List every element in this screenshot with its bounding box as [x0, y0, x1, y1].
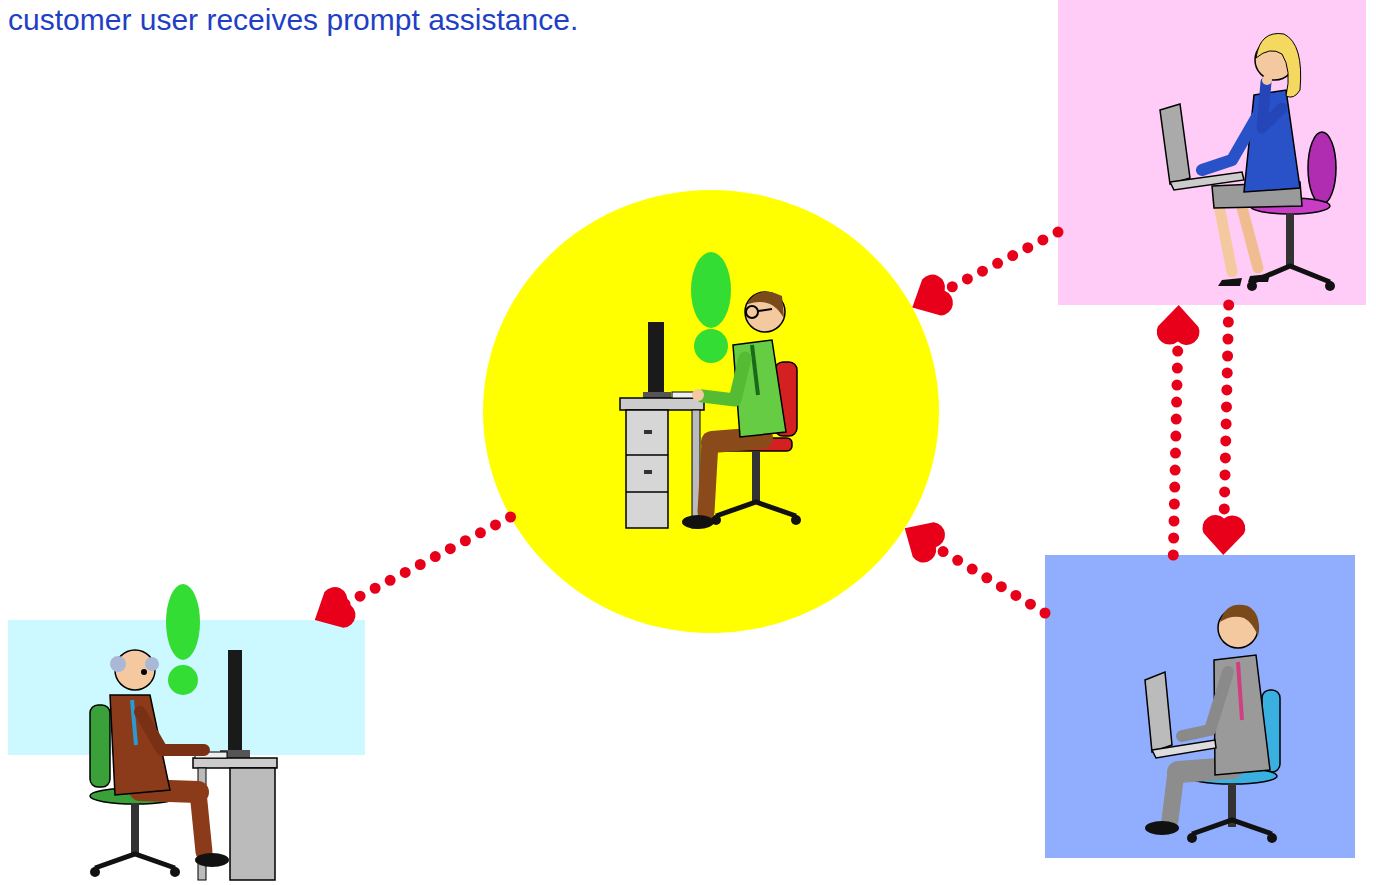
hand — [1262, 75, 1272, 85]
chair-back — [1308, 132, 1336, 204]
chair-back — [90, 705, 110, 787]
chair-post — [1286, 213, 1294, 265]
glasses-arm — [758, 309, 772, 311]
arm — [1262, 82, 1282, 128]
eye — [141, 669, 147, 675]
title-text: customer user receives prompt assistance… — [8, 2, 908, 38]
leg — [198, 792, 204, 852]
chair-wheel — [1325, 281, 1335, 291]
leg — [1218, 200, 1232, 272]
chair-base — [1192, 820, 1272, 834]
chair-wheel — [1247, 281, 1257, 291]
customer-figure — [90, 584, 277, 880]
circle-fill — [483, 190, 939, 633]
laptop-screen — [1160, 104, 1190, 184]
monitor — [228, 650, 242, 750]
tie — [132, 700, 136, 745]
laptop-screen — [1145, 672, 1172, 752]
chair-post — [752, 451, 760, 503]
dotted-line — [345, 517, 511, 604]
head — [745, 292, 785, 332]
chair-base — [95, 854, 175, 868]
dotted-line — [1173, 339, 1178, 555]
leg — [706, 442, 710, 512]
heart-arrowhead — [894, 510, 950, 567]
dotted-connector — [894, 510, 1045, 613]
monitor — [648, 322, 664, 394]
monitor-stand — [643, 392, 671, 398]
hair — [748, 292, 784, 318]
desk-top — [193, 758, 277, 768]
exclamation-dot — [694, 329, 728, 363]
desk-drawers — [626, 410, 668, 528]
drawer-line — [626, 454, 668, 456]
arm — [1182, 672, 1228, 736]
arm — [702, 358, 745, 400]
man-figure — [1145, 605, 1280, 843]
heart-arrowhead — [902, 270, 957, 326]
dotted-line — [1224, 305, 1229, 521]
chair-wheel — [791, 515, 801, 525]
desk-top — [620, 398, 704, 410]
chair-wheel — [1267, 833, 1277, 843]
hand — [692, 389, 704, 401]
user-box — [1045, 555, 1355, 858]
dotted-line — [934, 546, 1045, 613]
chair-post — [131, 803, 139, 855]
desk-drawers — [230, 768, 275, 880]
shoe — [195, 853, 229, 867]
shoe — [1248, 274, 1270, 282]
dotted-connector — [305, 517, 511, 639]
heart-arrowhead — [305, 583, 360, 639]
leg — [1240, 200, 1258, 268]
dotted-line — [942, 232, 1058, 292]
drawer-handle — [644, 430, 652, 434]
hair — [1220, 605, 1259, 636]
laptop-base — [1152, 740, 1216, 758]
chair-wheel — [90, 867, 100, 877]
chair-wheel — [1187, 833, 1197, 843]
laptop-base — [1170, 172, 1244, 190]
drawer-line — [626, 491, 668, 493]
hair — [145, 657, 159, 671]
jacket — [1244, 90, 1300, 192]
hair — [110, 656, 126, 672]
shoe — [682, 515, 714, 529]
dotted-connector — [902, 232, 1058, 326]
tie — [752, 345, 758, 395]
exclamation-bar — [691, 252, 731, 328]
helpdesk-figure — [620, 252, 801, 529]
tie — [1238, 662, 1242, 720]
exclamation-dot — [168, 665, 198, 695]
leg — [712, 438, 762, 442]
shoe — [1145, 821, 1179, 835]
chair-wheel — [170, 867, 180, 877]
hair — [1256, 34, 1301, 98]
chair-base — [716, 502, 796, 516]
exclamation-bar — [166, 584, 200, 660]
leg — [1170, 772, 1176, 820]
dotted-connector — [1156, 305, 1200, 555]
glasses — [746, 306, 758, 318]
dotted-connector — [1202, 305, 1246, 555]
woman-figure — [1160, 34, 1336, 292]
arm — [140, 712, 204, 750]
arm — [1202, 108, 1262, 170]
heart-arrowhead — [1202, 515, 1246, 556]
heart-arrowhead — [1156, 305, 1200, 346]
shoe — [1218, 278, 1242, 286]
drawer-handle — [644, 470, 652, 474]
